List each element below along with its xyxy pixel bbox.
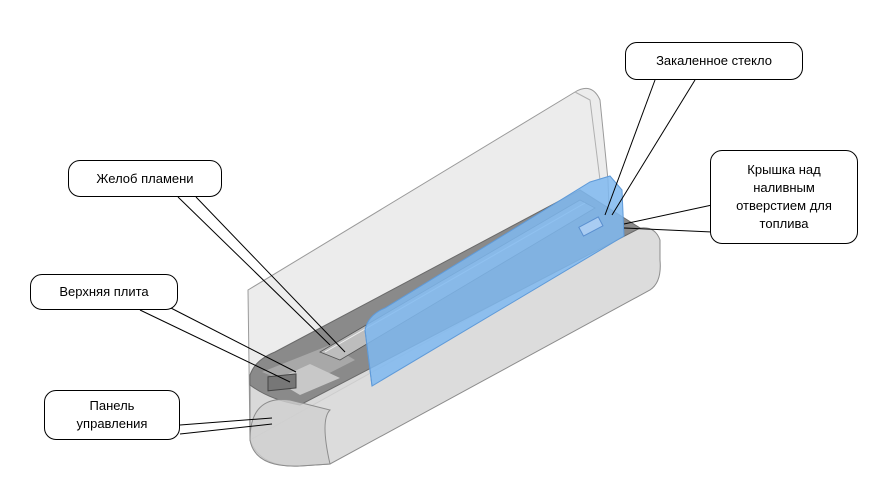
- callout-tempered-glass: Закаленное стекло: [625, 42, 803, 80]
- callout-flame-channel: Желоб пламени: [68, 160, 222, 197]
- leader-lines: [139, 79, 713, 435]
- callout-top-plate: Верхняя плита: [30, 274, 178, 310]
- callout-control-panel: Панель управления: [44, 390, 180, 440]
- control-panel-shape: [267, 373, 297, 392]
- tempered-glass: [364, 175, 625, 387]
- fuel-cap-shape: [578, 216, 604, 237]
- callout-fuel-cap: Крышка над наливным отверстием для топли…: [710, 150, 858, 244]
